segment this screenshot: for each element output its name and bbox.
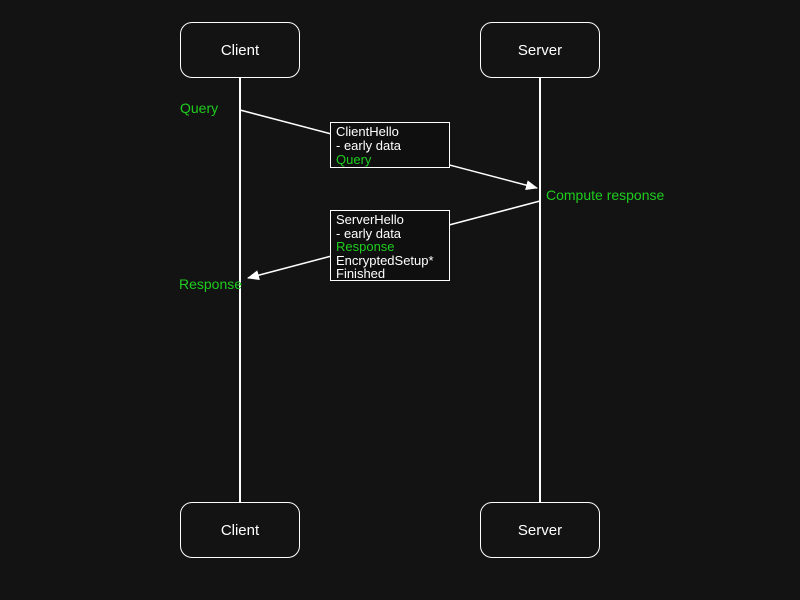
actor-label-client: Client [220, 521, 260, 539]
message-line: Response [336, 239, 395, 255]
message-line: EncryptedSetup* [336, 252, 434, 268]
client-lifeline [239, 78, 241, 502]
message-line: Query [336, 152, 372, 167]
message-line: - early data [336, 138, 402, 153]
actor-label-client: Client [220, 41, 260, 59]
annotation-compute-response: Compute response [546, 187, 665, 203]
message-line: - early data [336, 225, 402, 241]
actor-box-server-bottom: Server [480, 502, 600, 558]
actor-box-client-bottom: Client [180, 502, 300, 558]
server-lifeline [539, 78, 541, 502]
annotation-query: Query [180, 100, 219, 116]
message-box-server-hello: ServerHello - early data Response Encryp… [330, 210, 450, 281]
annotation-response: Response [179, 276, 243, 292]
message-line: Finished [336, 266, 386, 282]
message-line: ClientHello [336, 124, 399, 139]
message-line: ServerHello [336, 212, 404, 227]
actor-box-server-top: Server [480, 22, 600, 78]
message-box-client-hello: ClientHello - early data Query [330, 122, 450, 168]
actor-label-server: Server [517, 521, 563, 539]
actor-label-server: Server [517, 41, 563, 59]
actor-box-client-top: Client [180, 22, 300, 78]
